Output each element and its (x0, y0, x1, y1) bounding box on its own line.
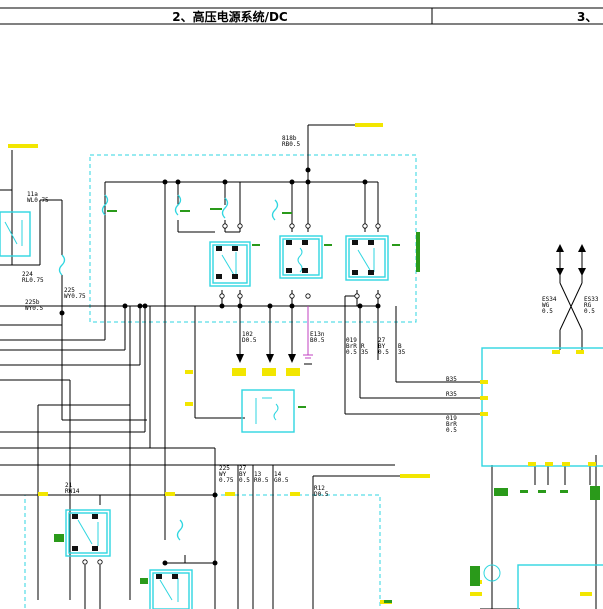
terminals (82, 223, 381, 565)
wire-label-r35: R35 (446, 391, 457, 398)
arrow-down-icon (556, 268, 564, 276)
relay-box-lower (24, 494, 381, 609)
relay-pins (72, 240, 374, 579)
header-title-left: 2、高压电源系统/DC (172, 9, 288, 24)
arrow-up-icon (556, 244, 564, 252)
motor-icon (483, 564, 501, 582)
controller-module (517, 564, 603, 609)
fuse-icon (58, 254, 66, 276)
arrow-icons (236, 244, 586, 363)
arrow-down-icon (236, 354, 244, 363)
relay-icon (241, 389, 295, 433)
fuse-icon (221, 197, 229, 219)
fuse-icon (101, 194, 109, 216)
connector-tags (8, 123, 596, 604)
controller-module (481, 347, 603, 467)
relay-icon (209, 241, 251, 287)
relay-icon (149, 569, 193, 609)
arrow-down-icon (578, 268, 586, 276)
header-bar: 2、高压电源系统/DC 3、 (0, 7, 603, 25)
arrow-down-icon (266, 354, 274, 363)
header-title-right: 3、 (577, 10, 597, 24)
relay-icons (0, 211, 603, 609)
junction-dots (59, 167, 381, 566)
fuse-icons (58, 194, 279, 541)
relay-icon (0, 211, 31, 257)
ground-wire (303, 306, 313, 359)
wire-label-b35: B35 (446, 376, 457, 383)
module-boundaries (24, 154, 417, 609)
relay-icon (65, 509, 111, 557)
relay-coils (4, 220, 501, 602)
wires (0, 124, 597, 609)
fuse-icon (271, 199, 279, 221)
arrow-down-icon (288, 354, 296, 363)
relay-icon (279, 235, 323, 279)
fuse-icon (176, 519, 184, 541)
arrow-up-icon (578, 244, 586, 252)
fuse-icon (174, 194, 182, 216)
part-marks (54, 208, 600, 603)
relay-icon (345, 235, 389, 281)
